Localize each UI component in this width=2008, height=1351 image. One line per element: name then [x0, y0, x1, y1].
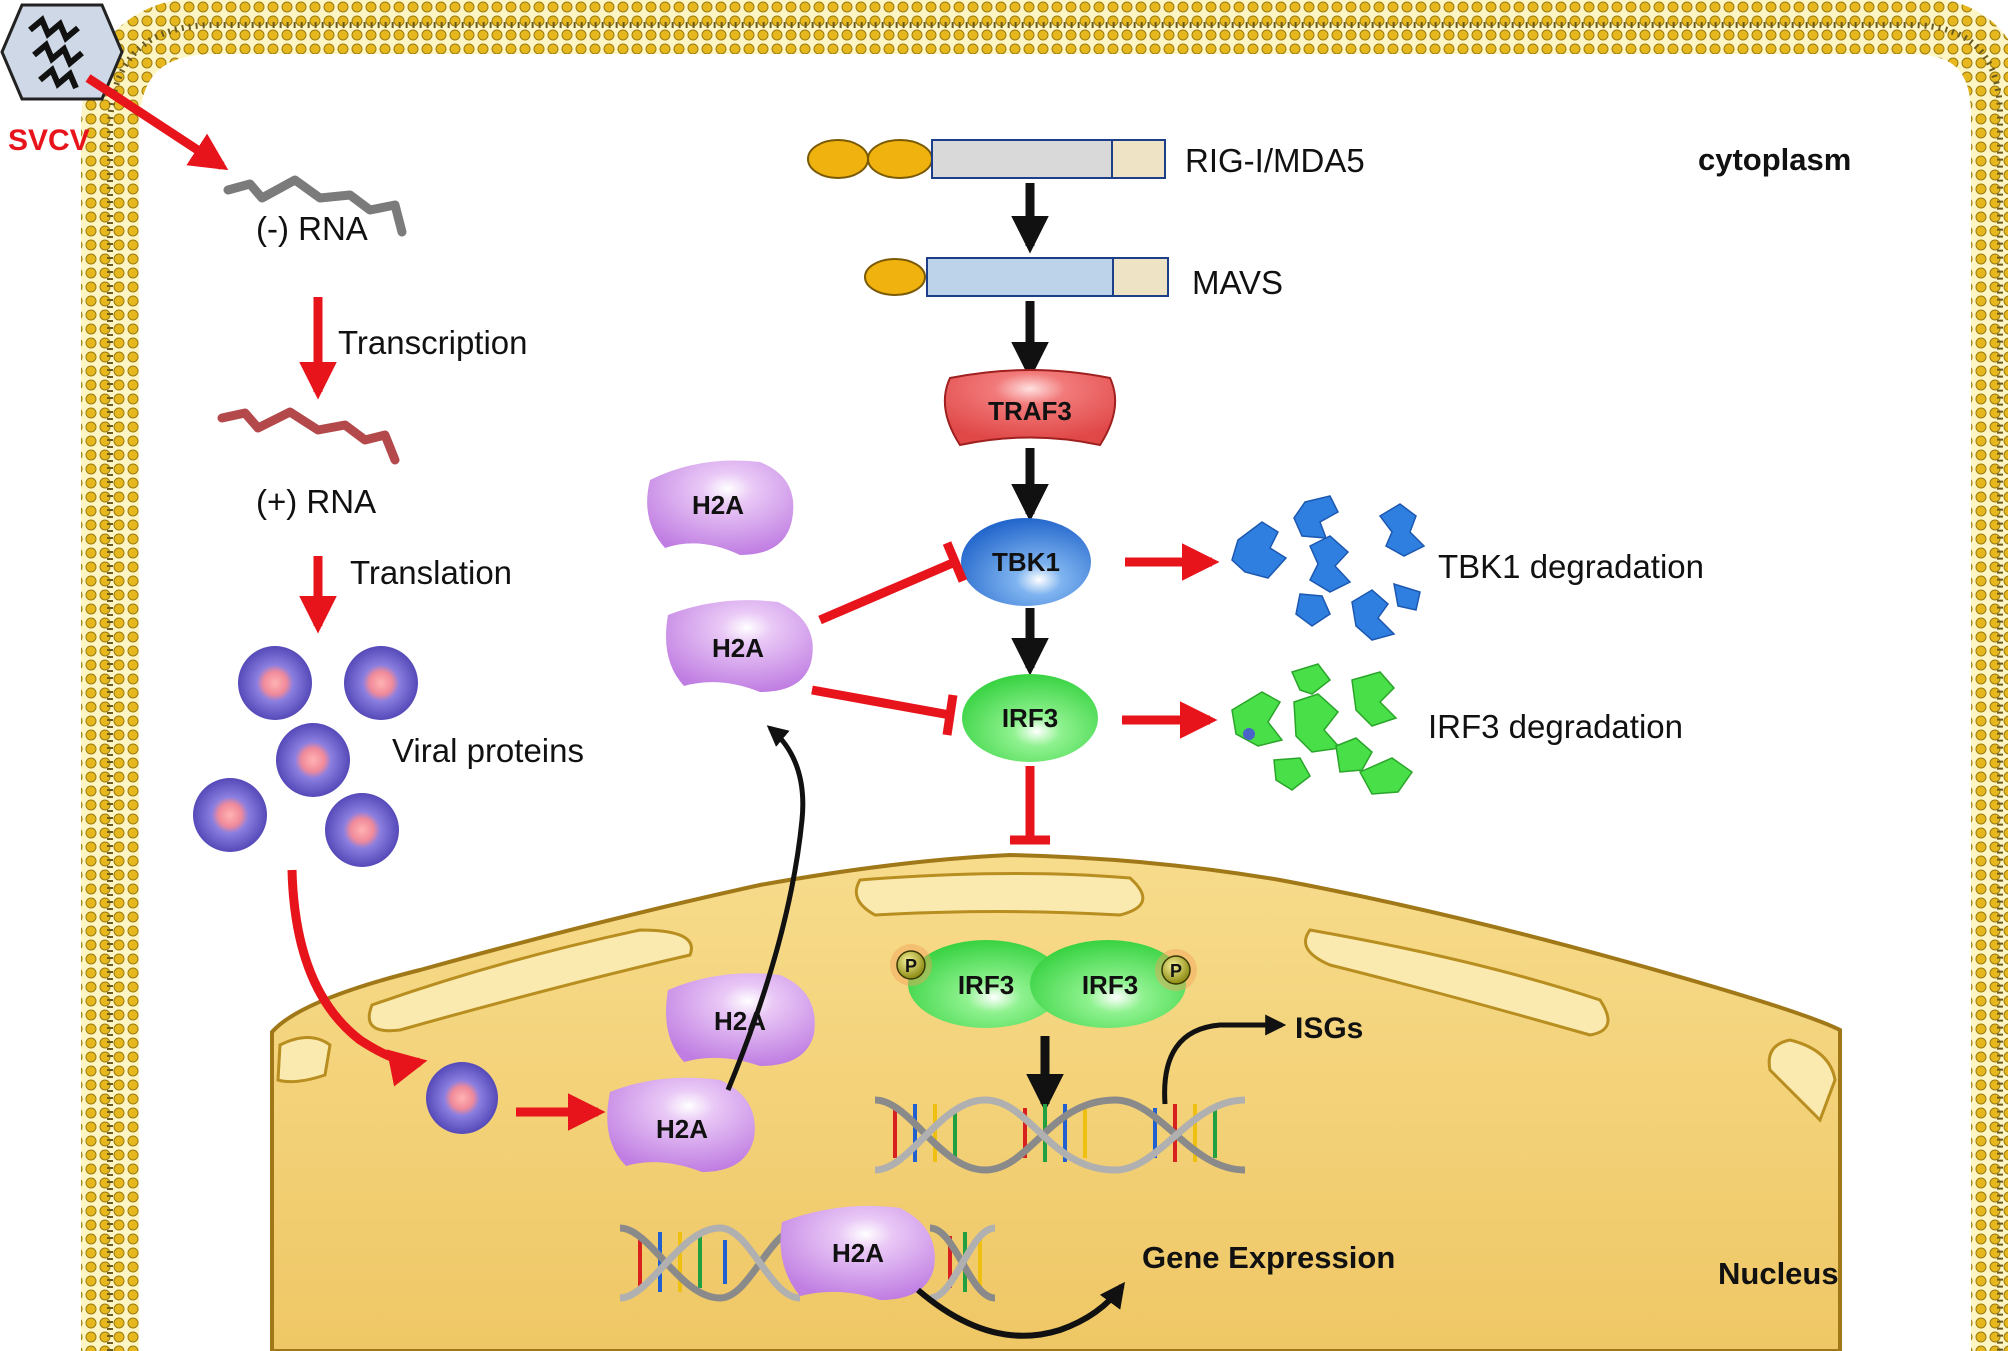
irf3-dimer-label-left: IRF3 [958, 970, 1014, 1000]
nucleus-envelope [270, 852, 1842, 1351]
traf3-label: TRAF3 [988, 396, 1072, 426]
arrow-h2a-nuclear-export [725, 725, 806, 1091]
phospho-badge-left [896, 950, 926, 980]
tbk1-degradation-label: TBK1 degradation [1438, 548, 1704, 585]
isgs-label: ISGs [1295, 1012, 1363, 1045]
nuclear-pores [276, 871, 1837, 1123]
mavs-tm-domain [1112, 257, 1169, 297]
arrow-to-isgs [1162, 1014, 1287, 1105]
cell-membrane [81, 0, 2008, 1351]
viral-protein [344, 646, 418, 720]
tbk1-protein [961, 518, 1091, 606]
ctd-domain [1111, 139, 1166, 179]
rig-i-mda5-label: RIG-I/MDA5 [1185, 142, 1365, 179]
irf3-degradation-label: IRF3 degradation [1428, 708, 1683, 745]
irf3-degradation-fragments [1231, 663, 1414, 795]
gene-expression-label: Gene Expression [1142, 1240, 1395, 1275]
h2a-protein-nuclear [607, 1077, 755, 1172]
h2a-protein-on-dna [780, 1205, 935, 1300]
tbk1-label: TBK1 [992, 547, 1060, 577]
card-domain [807, 139, 869, 179]
transcription-label: Transcription [338, 324, 528, 361]
rig-i-mda5-receptor [807, 139, 1166, 179]
arrow-viral-protein-to-nucleus [287, 869, 428, 1087]
tbk1-degradation-fragments [1231, 495, 1426, 641]
h2a-label-upper: H2A [692, 490, 744, 520]
viral-protein-nuclear [426, 1062, 498, 1134]
inhibit-irf3 [811, 685, 958, 736]
positive-rna-strand [217, 407, 400, 465]
arrow-to-gene-expression [916, 1281, 1125, 1339]
irf3-dimer-right [1030, 940, 1186, 1028]
svcv-label: SVCV [8, 124, 90, 157]
h2a-label-on-dna: H2A [832, 1238, 884, 1268]
h2a-label-cyto: H2A [712, 633, 764, 663]
viral-proteins-label: Viral proteins [392, 732, 584, 769]
negative-rna-strand [223, 175, 407, 237]
viral-protein [325, 793, 399, 867]
dna-h2a-bound [619, 1224, 996, 1302]
cytoplasm-label: cytoplasm [1698, 142, 1851, 177]
mavs-card-domain [864, 258, 926, 296]
viral-proteins-cluster [193, 646, 418, 867]
mavs-adaptor [864, 257, 1169, 297]
h2a-protein-upper [647, 460, 794, 555]
phospho-label-right: P [1170, 961, 1182, 981]
viral-protein [238, 646, 312, 720]
viral-protein [193, 778, 267, 852]
traf3-protein [943, 369, 1117, 447]
positive-rna-label: (+) RNA [256, 483, 376, 520]
phospho-label-left: P [905, 956, 917, 976]
irf3-fragment-dot [1243, 728, 1255, 740]
h2a-protein-nuclear-upper [666, 973, 815, 1066]
nucleus-label: Nucleus [1718, 1256, 1839, 1291]
irf3-label: IRF3 [1002, 703, 1058, 733]
dna-isg-promoter [874, 1096, 1246, 1174]
irf3-dimer-label-right: IRF3 [1082, 970, 1138, 1000]
translation-label: Translation [350, 554, 512, 591]
h2a-protein-cyto [666, 600, 813, 692]
card-domain [867, 139, 933, 179]
inhibit-tbk1 [818, 541, 968, 625]
negative-rna-label: (-) RNA [256, 210, 368, 247]
irf3-protein [962, 674, 1098, 762]
mavs-label: MAVS [1192, 264, 1283, 301]
entry-arrow [85, 74, 229, 171]
phospho-badge-right [1161, 955, 1191, 985]
viral-protein [276, 723, 350, 797]
irf3-dimer-left [908, 940, 1064, 1028]
helicase-domain [931, 139, 1113, 179]
mavs-body [926, 257, 1114, 297]
h2a-label-nuclear: H2A [656, 1114, 708, 1144]
inhibit-irf3-translocation [1010, 766, 1050, 845]
